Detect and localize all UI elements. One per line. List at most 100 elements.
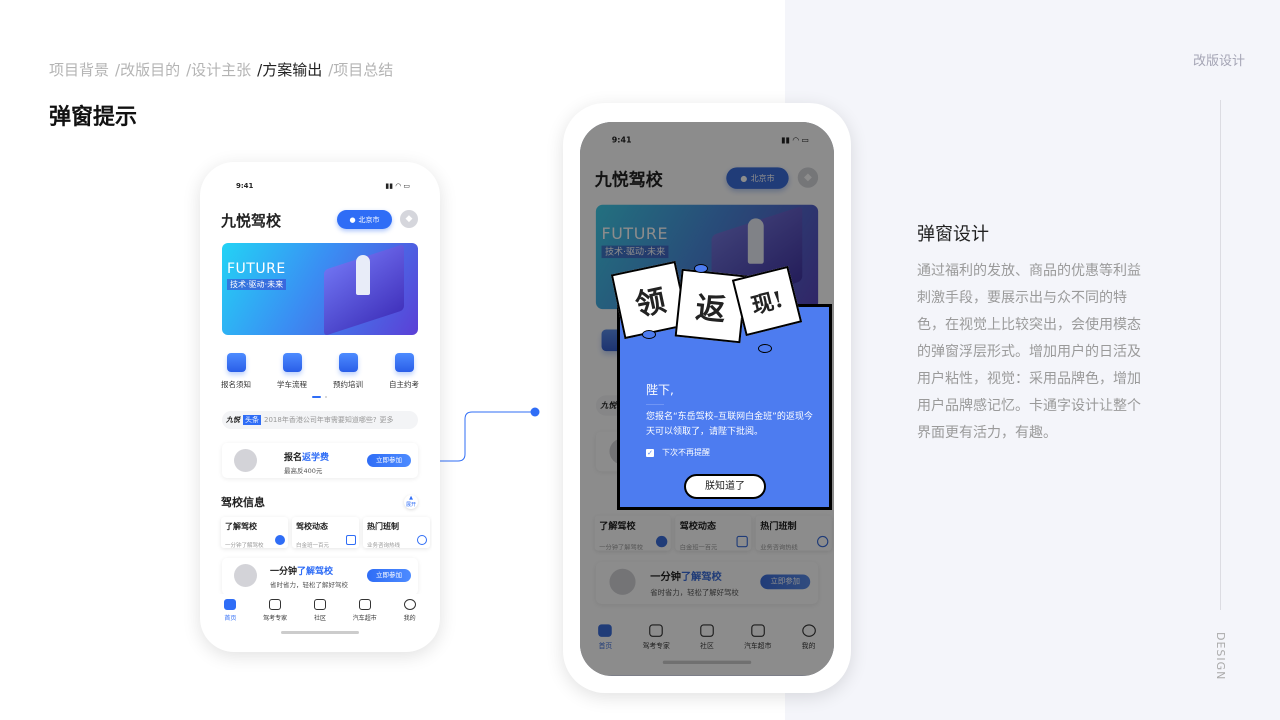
signal-wifi-battery-icon: ▮▮ ◠ ▭ bbox=[385, 182, 410, 190]
breadcrumb: 项目背景/改版目的/设计主张/方案输出/项目总结 bbox=[49, 59, 399, 80]
nav-car-market[interactable]: 汽车超市 bbox=[345, 599, 385, 644]
location-pin-icon: ● bbox=[740, 173, 748, 183]
banner-title: FUTURE bbox=[601, 225, 669, 244]
checkbox-checked-icon: ✓ bbox=[646, 448, 654, 457]
dont-remind-checkbox[interactable]: ✓ 下次不再提醒 bbox=[646, 447, 710, 458]
expand-button[interactable]: ▲展开 bbox=[404, 495, 418, 509]
quick-link[interactable]: 预约培训 bbox=[323, 353, 373, 390]
fire-icon bbox=[417, 535, 427, 545]
avatar bbox=[234, 564, 257, 587]
breadcrumb-item[interactable]: /改版目的 bbox=[115, 61, 181, 79]
location-label: 北京市 bbox=[358, 215, 380, 224]
news-icon bbox=[736, 535, 748, 548]
signal-wifi-battery-icon: ▮▮ ◠ ▭ bbox=[781, 135, 810, 145]
badge-icon bbox=[275, 535, 285, 545]
info-card[interactable]: 热门班制业务咨询热线 bbox=[756, 515, 832, 552]
info-card[interactable]: 驾校动态白金班一百元 bbox=[675, 515, 751, 552]
divider bbox=[646, 404, 664, 405]
nav-home[interactable]: 首页 bbox=[210, 599, 250, 644]
app-screen: 9:41▮▮ ◠ ▭ 九悦驾校 ●北京市 ◆ FUTURE 技术·驱动·未来 报… bbox=[208, 170, 432, 644]
badge-icon bbox=[655, 535, 668, 548]
chat-icon bbox=[700, 624, 714, 637]
description-title: 弹窗设计 bbox=[917, 224, 989, 245]
chat-icon bbox=[313, 599, 326, 610]
quick-link-label: 学车流程 bbox=[277, 380, 307, 389]
section-label: 改版设计 bbox=[1193, 54, 1246, 69]
promo-card-2: 一分钟了解驾校 省时省力，轻松了解好驾校 立即参加 bbox=[222, 558, 418, 595]
nav-home[interactable]: 首页 bbox=[583, 624, 628, 675]
home-icon bbox=[224, 599, 237, 610]
status-time: 9:41 bbox=[611, 135, 632, 145]
quick-link[interactable]: 报名须知 bbox=[211, 353, 261, 390]
nav-expert[interactable]: 驾考专家 bbox=[255, 599, 295, 644]
connector-dot bbox=[530, 407, 540, 417]
banner-title: FUTURE bbox=[227, 261, 286, 277]
news-text: 2018年香港公司年审需要知道哪些? bbox=[264, 416, 377, 424]
promo-card-2: 一分钟了解驾校 省时省力，轻松了解好驾校 立即参加 bbox=[596, 562, 818, 604]
user-icon bbox=[801, 624, 816, 637]
nav-community[interactable]: 社区 bbox=[684, 624, 729, 675]
avatar bbox=[234, 449, 257, 472]
bottom-nav: 首页 驾考专家 社区 汽车超市 我的 bbox=[208, 594, 432, 644]
nav-expert[interactable]: 驾考专家 bbox=[634, 624, 679, 675]
nav-car-market[interactable]: 汽车超市 bbox=[735, 624, 780, 675]
rocket-illustration bbox=[747, 218, 764, 264]
promo2-subtitle: 省时省力，轻松了解好驾校 bbox=[270, 581, 348, 589]
phone-mockup-home: 9:41▮▮ ◠ ▭ 九悦驾校 ●北京市 ◆ FUTURE 技术·驱动·未来 报… bbox=[200, 162, 440, 652]
document-icon bbox=[226, 353, 246, 372]
breadcrumb-item[interactable]: /项目总结 bbox=[328, 61, 394, 79]
info-card[interactable]: 驾校动态白金班一百元 bbox=[292, 517, 359, 549]
home-indicator bbox=[662, 660, 752, 665]
bell-icon[interactable]: ◆ bbox=[400, 210, 418, 228]
join-button[interactable]: 立即参加 bbox=[367, 569, 411, 582]
info-cards: 了解驾校一分钟了解驾校 驾校动态白金班一百元 热门班制业务咨询热线 bbox=[221, 517, 430, 549]
promo-title: 报名返学费 bbox=[284, 453, 330, 463]
news-tag: 头条 bbox=[243, 415, 261, 425]
join-button[interactable]: 立即参加 bbox=[367, 454, 411, 467]
graduation-cap-icon bbox=[269, 599, 282, 610]
info-card[interactable]: 了解驾校一分钟了解驾校 bbox=[595, 515, 671, 552]
coin-icon bbox=[642, 330, 656, 339]
join-button[interactable]: 立即参加 bbox=[760, 574, 811, 590]
car-icon bbox=[358, 599, 371, 610]
nav-profile[interactable]: 我的 bbox=[390, 599, 430, 644]
breadcrumb-item[interactable]: /设计主张 bbox=[186, 61, 252, 79]
nav-community[interactable]: 社区 bbox=[300, 599, 340, 644]
location-button[interactable]: ●北京市 bbox=[337, 210, 392, 229]
id-card-icon bbox=[394, 353, 414, 372]
home-indicator bbox=[281, 631, 359, 634]
bell-icon[interactable]: ◆ bbox=[797, 167, 819, 188]
quick-link-label: 预约培训 bbox=[333, 380, 363, 389]
quick-link-label: 自主约考 bbox=[389, 380, 419, 389]
phone-mockup-popup: 9:41▮▮ ◠ ▭ 九悦驾校 ●北京市 ◆ FUTURE 技术·驱动·未来 九… bbox=[563, 103, 851, 693]
calendar-icon bbox=[338, 353, 358, 372]
modal-body: 您报名“东岳驾校–互联网白金班”的返现今天可以领取了，请陛下批阅。 bbox=[646, 412, 813, 437]
graduation-cap-icon bbox=[649, 624, 663, 637]
modal-greeting: 陛下, bbox=[646, 383, 674, 397]
breadcrumb-item-active[interactable]: /方案输出 bbox=[257, 61, 323, 79]
promo-card: 报名返学费 最高反400元 立即参加 bbox=[222, 443, 418, 478]
location-button[interactable]: ●北京市 bbox=[726, 167, 789, 189]
page-title: 弹窗提示 bbox=[49, 105, 138, 130]
rocket-illustration bbox=[356, 255, 370, 295]
side-label: DESIGN bbox=[1214, 632, 1227, 681]
quick-link[interactable]: 学车流程 bbox=[267, 353, 317, 390]
news-more[interactable]: 更多 bbox=[379, 416, 394, 424]
info-card[interactable]: 热门班制业务咨询热线 bbox=[363, 517, 430, 549]
home-icon bbox=[598, 624, 613, 637]
breadcrumb-item[interactable]: 项目背景 bbox=[49, 61, 110, 79]
news-brand: 九悦 bbox=[226, 416, 240, 424]
app-title: 九悦驾校 bbox=[221, 212, 282, 230]
fire-icon bbox=[817, 535, 829, 548]
checkbox-label: 下次不再提醒 bbox=[662, 448, 710, 457]
status-bar: 9:41▮▮ ◠ ▭ bbox=[236, 182, 410, 190]
quick-link-label: 报名须知 bbox=[221, 380, 251, 389]
coin-icon bbox=[694, 264, 708, 273]
banner-subtitle: 技术·驱动·未来 bbox=[601, 245, 669, 259]
quick-link[interactable]: 自主约考 bbox=[379, 353, 429, 390]
banner[interactable]: FUTURE 技术·驱动·未来 bbox=[222, 243, 418, 335]
confirm-button[interactable]: 朕知道了 bbox=[684, 474, 766, 499]
nav-profile[interactable]: 我的 bbox=[786, 624, 831, 675]
info-card[interactable]: 了解驾校一分钟了解驾校 bbox=[221, 517, 288, 549]
